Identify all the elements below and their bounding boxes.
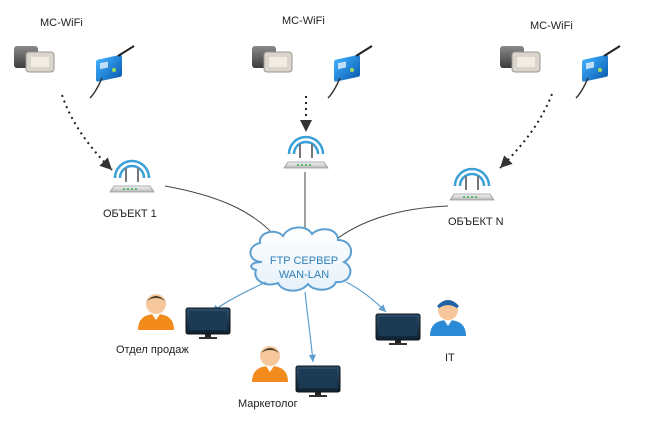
link-server-marketing bbox=[304, 291, 316, 363]
cloud-icon bbox=[249, 226, 353, 292]
user-it-label: IT bbox=[445, 352, 455, 364]
router-icon bbox=[108, 159, 156, 194]
person-icon bbox=[252, 346, 288, 382]
link-routerN-server bbox=[332, 205, 449, 243]
router-icon bbox=[448, 167, 496, 202]
router-right-label: ОБЪЕКТ N bbox=[448, 216, 504, 228]
person-icon bbox=[430, 300, 466, 336]
device-group-right bbox=[499, 45, 621, 99]
monitor-icon bbox=[185, 307, 231, 340]
device-right-label: MC-WiFi bbox=[530, 20, 573, 32]
wifi-module-icon bbox=[575, 45, 621, 99]
wifi-module-icon bbox=[327, 45, 373, 99]
card-reader-icon bbox=[13, 45, 55, 73]
device-group-center bbox=[251, 45, 373, 99]
server-label-line1: FTP СЕРВЕР bbox=[269, 255, 339, 267]
card-reader-icon bbox=[251, 45, 293, 73]
dotted-link-left bbox=[61, 94, 113, 171]
link-server-it bbox=[345, 281, 387, 313]
user-sales-label: Отдел продаж bbox=[116, 344, 189, 356]
router-icon bbox=[282, 135, 330, 170]
link-router1-server bbox=[164, 185, 281, 243]
server-label: FTP СЕРВЕР WAN-LAN bbox=[258, 254, 350, 282]
card-reader-icon bbox=[499, 45, 541, 73]
device-left-label: MC-WiFi bbox=[40, 17, 83, 29]
dotted-link-right bbox=[499, 93, 553, 169]
device-center-label: MC-WiFi bbox=[282, 15, 325, 27]
monitor-icon bbox=[375, 313, 421, 346]
user-marketing-label: Маркетолог bbox=[238, 398, 298, 410]
router-left-label: ОБЪЕКТ 1 bbox=[103, 208, 157, 220]
monitor-icon bbox=[295, 365, 341, 398]
device-group-left bbox=[13, 45, 135, 99]
wifi-module-icon bbox=[89, 45, 135, 99]
person-icon bbox=[138, 294, 174, 330]
server-label-line2: WAN-LAN bbox=[278, 269, 330, 281]
